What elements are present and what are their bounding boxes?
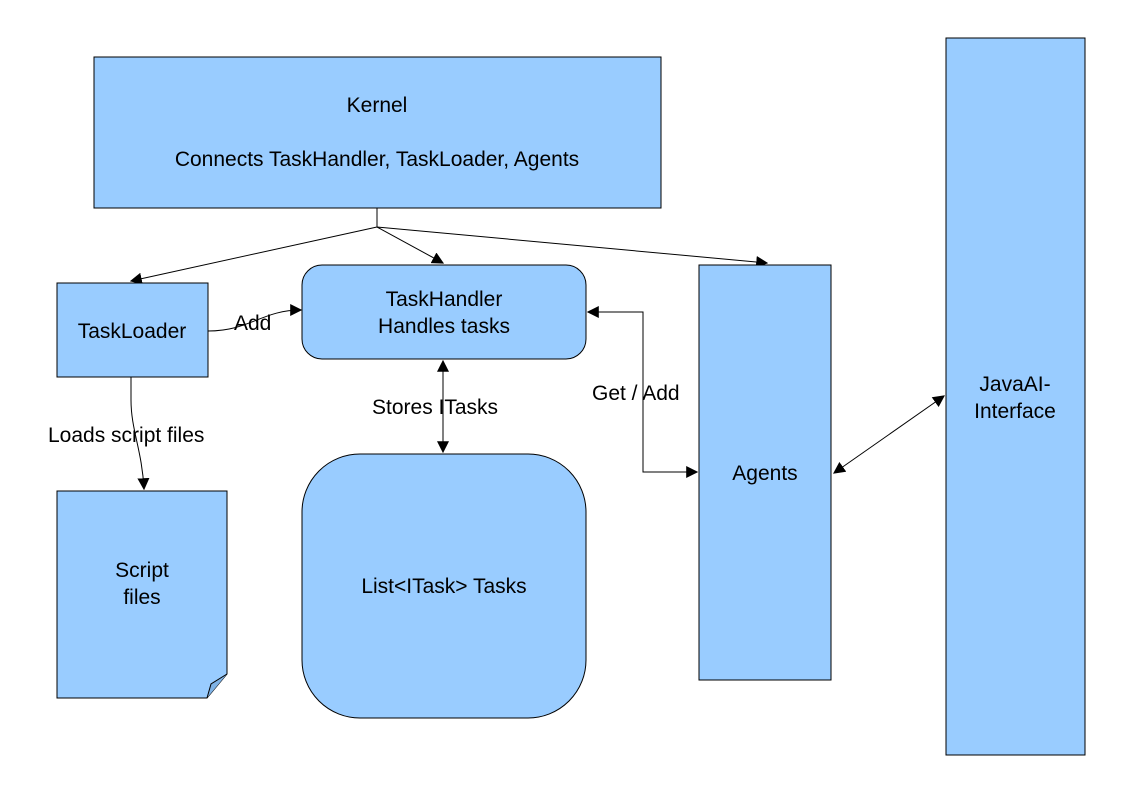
get-add-arrow xyxy=(586,306,699,478)
add-arrow xyxy=(207,304,303,332)
get-add-label: Get / Add xyxy=(592,382,680,405)
taskloader-node: TaskLoader xyxy=(56,282,209,378)
agents-javaai-arrow xyxy=(833,395,945,474)
kernel-to-agents-arrow xyxy=(376,226,769,268)
script-files-node: Script files xyxy=(56,490,228,699)
taskloader-label: TaskLoader xyxy=(78,320,187,343)
tasks-list-node: List<ITask> Tasks xyxy=(301,453,587,719)
tasks-list-label: List<ITask> Tasks xyxy=(361,575,526,598)
javaai-label-line1: JavaAI- xyxy=(979,373,1050,396)
agents-node: Agents xyxy=(698,264,832,681)
loads-script-files-label: Loads script files xyxy=(48,424,204,447)
add-edge-label: Add xyxy=(234,312,271,335)
loads-script-files-arrow xyxy=(130,377,150,491)
kernel-connectors xyxy=(129,208,769,285)
kernel-to-taskhandler-arrow xyxy=(376,226,445,264)
document-fold-icon xyxy=(206,673,228,699)
script-files-line1: Script xyxy=(115,559,169,582)
javaai-interface-node: JavaAI- Interface xyxy=(945,37,1086,756)
agents-label: Agents xyxy=(732,462,797,485)
taskhandler-node: TaskHandler Handles tasks xyxy=(301,264,587,360)
taskhandler-title: TaskHandler xyxy=(386,288,503,311)
taskhandler-description: Handles tasks xyxy=(378,315,510,338)
javaai-label-line2: Interface xyxy=(974,400,1056,423)
stores-itasks-label: Stores ITasks xyxy=(372,396,498,419)
kernel-description: Connects TaskHandler, TaskLoader, Agents xyxy=(175,148,579,171)
kernel-node: Kernel Connects TaskHandler, TaskLoader,… xyxy=(93,56,662,209)
kernel-title: Kernel xyxy=(347,94,408,117)
script-files-line2: files xyxy=(123,586,160,609)
kernel-to-taskloader-arrow xyxy=(129,226,378,285)
